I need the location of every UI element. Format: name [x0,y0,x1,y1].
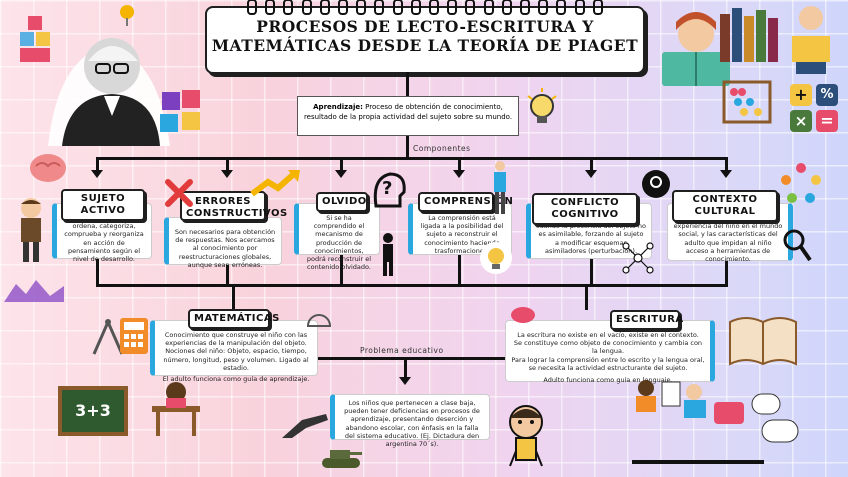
connector [725,157,728,171]
times-symbol-tile: × [790,110,812,132]
network-icon [620,240,656,280]
problema-label: Problema educativo [360,346,444,355]
connector [340,157,343,171]
writing-kids-illustration [632,378,712,428]
tag-contexto-cultural: CONTEXTO CULTURAL [672,190,778,222]
connector [404,357,407,377]
equals-symbol-tile: = [816,110,838,132]
tag-escritura: ESCRITURA [610,310,680,330]
chat-icon [510,306,536,330]
tag-conflicto-cognitivo: CONFLICTO COGNITIVO [532,193,638,225]
tag-comprension: COMPRENSIÓN [418,192,494,212]
card-problema-educativo: Los niños que pertenecen a clase baja, p… [330,394,490,440]
tag-olvido: OLVIDO [316,192,368,212]
svg-text:?: ? [382,178,392,199]
connector [232,284,235,310]
divider-line [632,460,764,464]
connector [96,157,99,171]
reading-child-illustration [786,2,836,80]
percent-symbol-tile: % [816,84,838,106]
escritura-text-1: La escritura no existe en el vacío, exis… [511,331,705,339]
connector [226,265,229,285]
tag-sujeto-activo: SUJETO ACTIVO [61,189,145,221]
lightbulb-icon [524,88,560,136]
math-text-2: Nociones del niño: Objeto, espacio, tiem… [160,347,312,372]
child-illustration [14,196,48,270]
connector [406,136,409,158]
abacus-icon [722,80,772,128]
connector [725,261,728,285]
chalkboard-icon: 3+3 [58,386,128,436]
components-bar [96,157,728,160]
thinking-person-illustration [378,232,398,282]
title-box: PROCESOS DE LECTO-ESCRITURA Y MATEMÁTICA… [205,6,645,74]
arrow-down-icon [221,170,233,178]
tank-icon [318,442,364,476]
card-text: Son necesarios para obtención de respues… [175,228,275,269]
connector [340,255,343,285]
pushpin-icon [116,4,138,30]
plus-symbol-tile: + [790,84,812,106]
brain-icon [28,152,68,190]
growth-arrow-icon [250,168,302,202]
arrow-down-icon [335,170,347,178]
tag-matematicas: MATEMÁTICAS [188,309,270,329]
arrow-down-icon [399,377,411,385]
problem-bar [318,357,505,360]
connector [458,255,461,285]
card-text: Si se ha comprendido el mecanismo de pro… [307,214,371,271]
connector [226,157,229,171]
lower-bar [96,284,728,287]
x-mark-icon [164,178,194,212]
protractor-icon [306,312,332,332]
magnifier-icon [782,228,812,266]
card-errores-constructivos: Son necesarios para obtención de respues… [164,217,282,265]
components-label: Componentes [413,144,471,153]
book-icon [728,312,798,372]
lightbulb-glow-icon [478,240,514,280]
connector [590,157,593,171]
math-text-1: Conocimiento que construye el niño con l… [160,331,312,347]
connector [585,284,588,310]
arrow-down-icon [91,170,103,178]
connector [406,72,409,96]
studying-child-illustration [146,378,206,442]
connector [458,157,461,171]
stressed-child-illustration [500,402,552,472]
fantasy-landscape [4,276,64,306]
arrow-down-icon [453,170,465,178]
card-escritura: La escritura no existe en el vacío, exis… [505,320,715,382]
arrow-down-icon [585,170,597,178]
hand-illustration [282,410,332,444]
title-line-2: MATEMÁTICAS DESDE LA TEORÍA DE PIAGET [207,36,643,55]
question-head-icon: ? [368,168,408,212]
connector [96,259,99,285]
culture-people-icon [778,160,824,210]
blocks-icon [18,14,54,70]
connector [590,259,593,285]
title-line-1: PROCESOS DE LECTO-ESCRITURA Y [207,17,643,36]
person-illustration [490,160,510,220]
language-chat-icon [712,390,802,450]
card-text: Compara, excluye, ordena, categoriza, co… [64,214,143,263]
arrow-down-icon [720,170,732,178]
gear-head-icon [640,168,672,204]
definition-term: Aprendizaje: [313,103,363,111]
calculator-icon [118,316,150,360]
notebook-spiral [247,0,603,13]
puzzle-icon [158,88,204,142]
books-stack-icon [716,4,786,68]
definition-box: Aprendizaje: Proceso de obtención de con… [297,96,519,136]
escritura-text-3: Para lograr la comprensión entre lo escr… [511,356,705,372]
escritura-text-2: Se constituye como objeto de conocimient… [511,339,705,355]
portrait-illustration [48,16,170,146]
